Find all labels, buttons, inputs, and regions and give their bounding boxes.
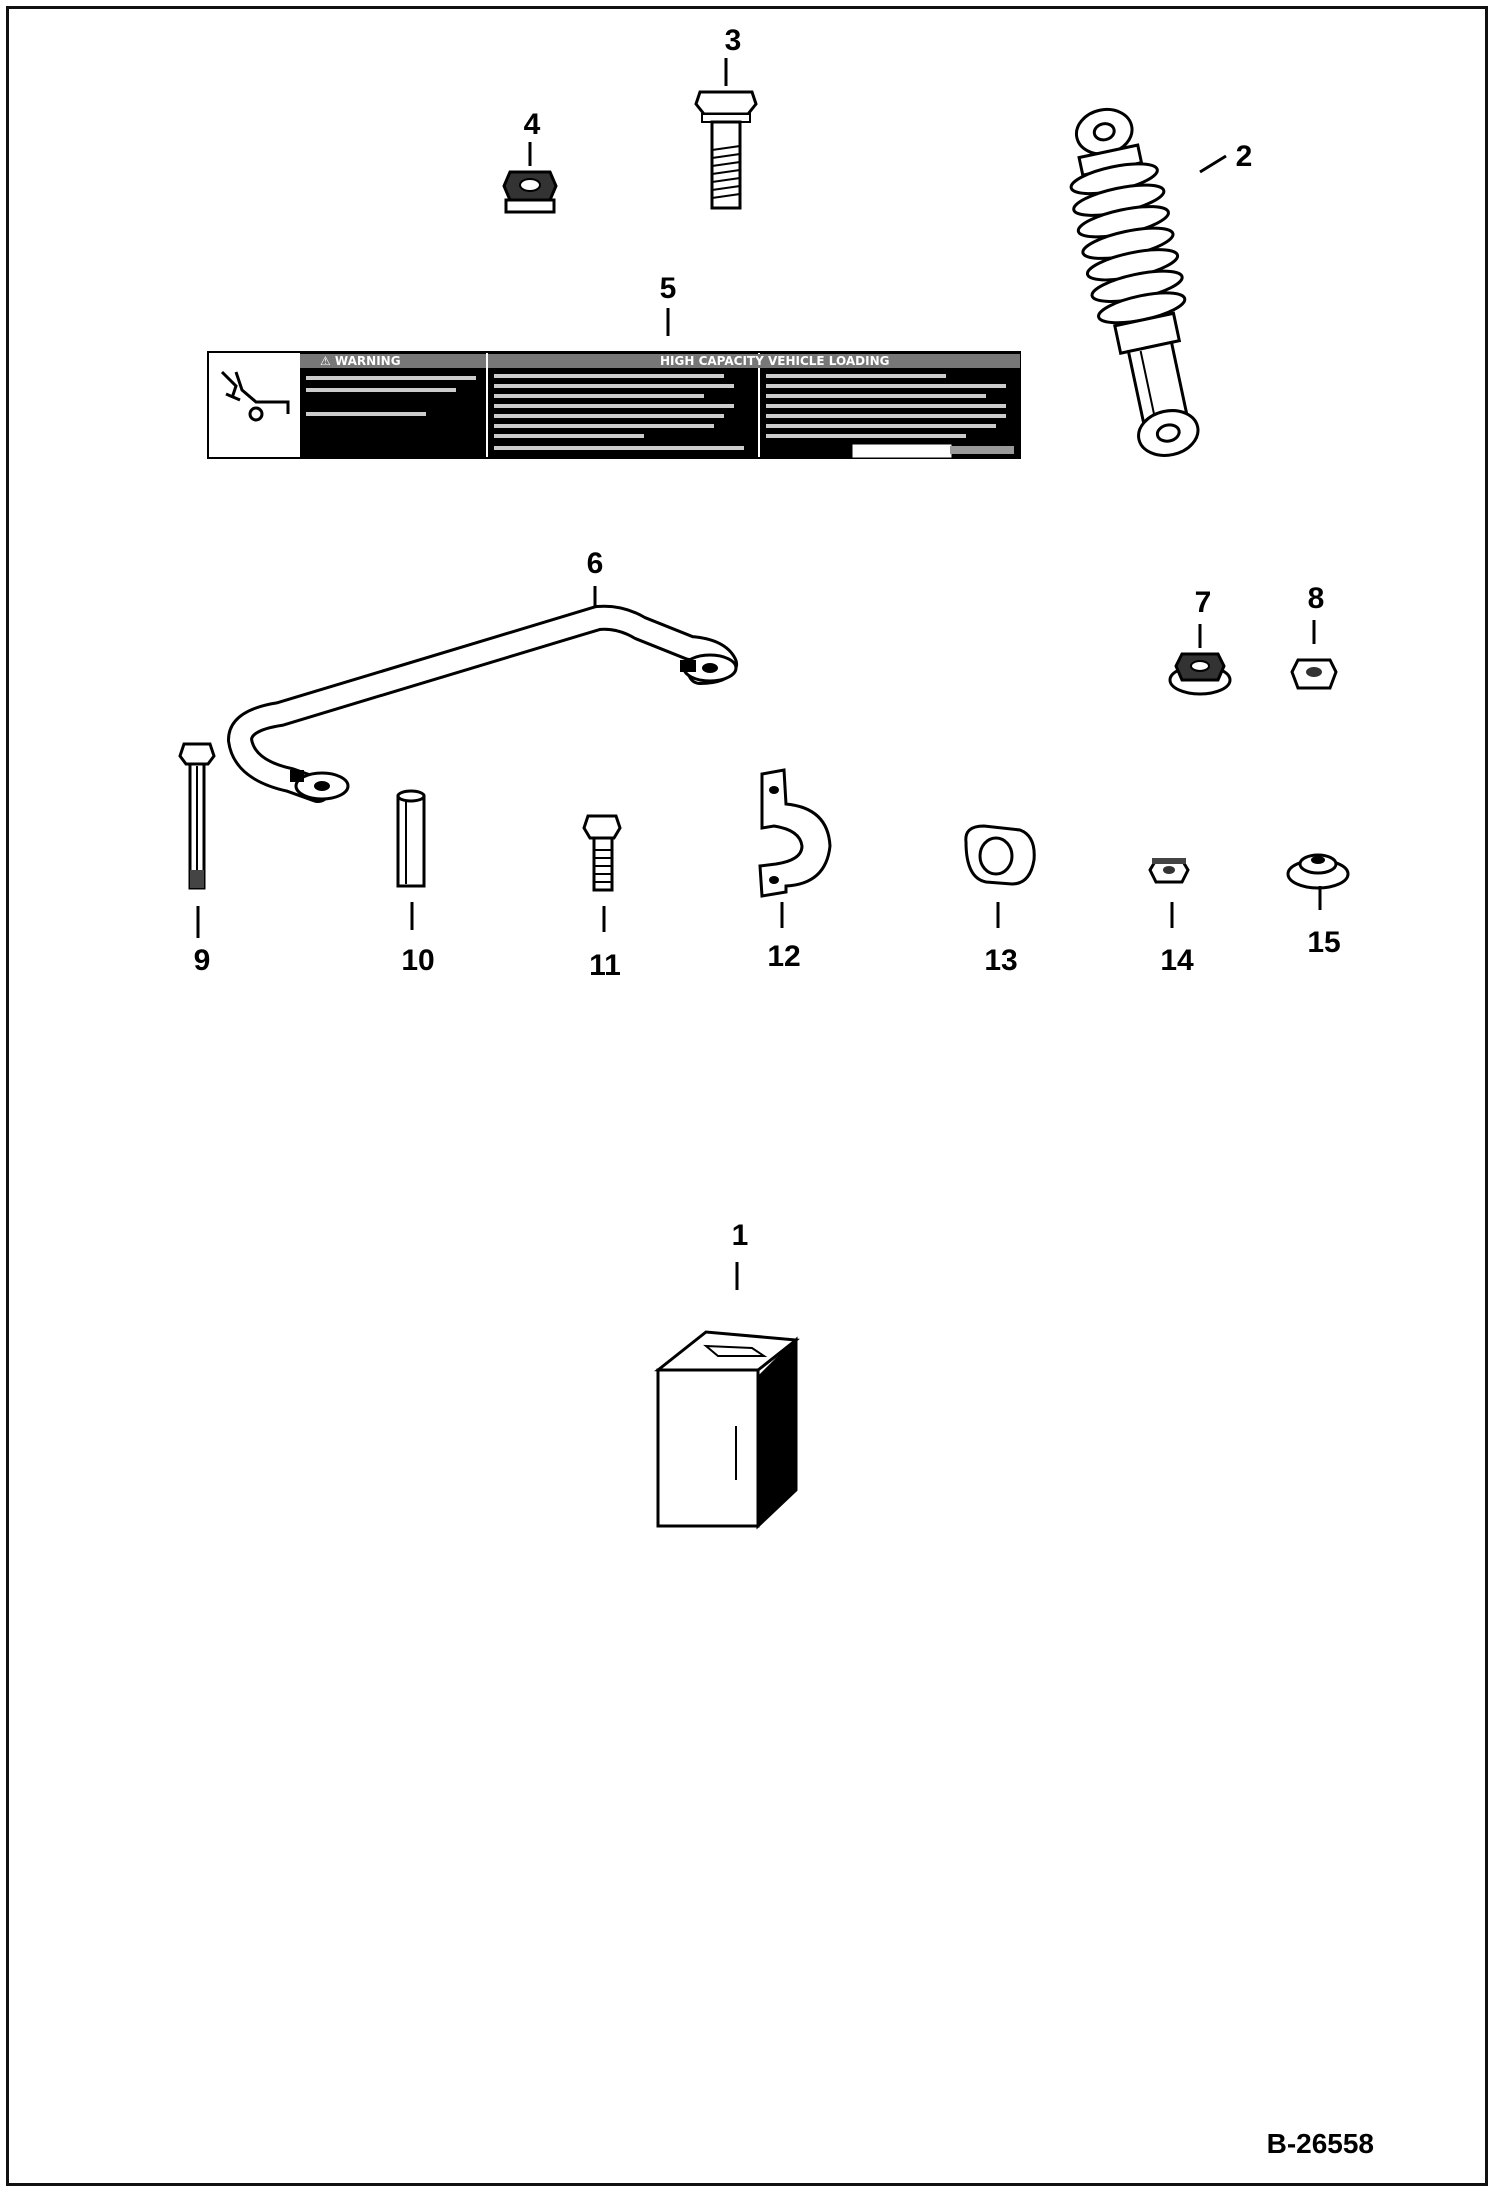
part-1-box xyxy=(654,1262,800,1530)
callout-5: 5 xyxy=(660,272,677,305)
callout-6: 6 xyxy=(587,547,604,580)
part-5-decal: ⚠ WARNING HIGH CAPACITY VEHICLE LOADING xyxy=(207,308,1021,459)
callout-14: 14 xyxy=(1160,944,1194,977)
decal-pictogram xyxy=(220,370,290,422)
part-15-mount-washer xyxy=(1286,853,1350,910)
reference-code: B-26558 xyxy=(1267,2128,1374,2159)
diagram-frame xyxy=(6,6,1488,2186)
part-4-flange-nut xyxy=(502,142,558,214)
part-2-shock-absorber xyxy=(1069,107,1227,457)
part-10-spacer-sleeve xyxy=(396,789,426,930)
part-11-bolt xyxy=(582,814,622,932)
decal-warning-heading: ⚠ WARNING xyxy=(320,354,401,368)
part-8-nut xyxy=(1290,620,1338,690)
part-6-stabilizer-bar xyxy=(227,586,738,803)
part-3-flange-bolt xyxy=(694,58,758,210)
callout-15: 15 xyxy=(1307,926,1340,959)
callout-10: 10 xyxy=(401,944,434,977)
callout-numbers: 1 2 3 4 5 6 7 8 9 10 11 12 13 14 15 xyxy=(194,24,1341,1252)
part-14-nut xyxy=(1148,858,1190,928)
callout-1: 1 xyxy=(732,1219,749,1252)
callout-3: 3 xyxy=(725,24,742,57)
part-7-flange-nut xyxy=(1168,624,1232,696)
callout-7: 7 xyxy=(1195,586,1212,619)
decal-heading: HIGH CAPACITY VEHICLE LOADING xyxy=(660,354,890,368)
part-13-bushing xyxy=(964,824,1036,928)
callout-4: 4 xyxy=(524,108,541,141)
part-9-long-bolt xyxy=(178,742,216,938)
callout-12: 12 xyxy=(767,940,800,973)
callout-2: 2 xyxy=(1236,140,1253,173)
callout-8: 8 xyxy=(1308,582,1325,615)
callout-11: 11 xyxy=(589,949,621,982)
callout-9: 9 xyxy=(194,944,211,977)
callout-13: 13 xyxy=(984,944,1017,977)
part-12-clamp xyxy=(758,768,832,928)
